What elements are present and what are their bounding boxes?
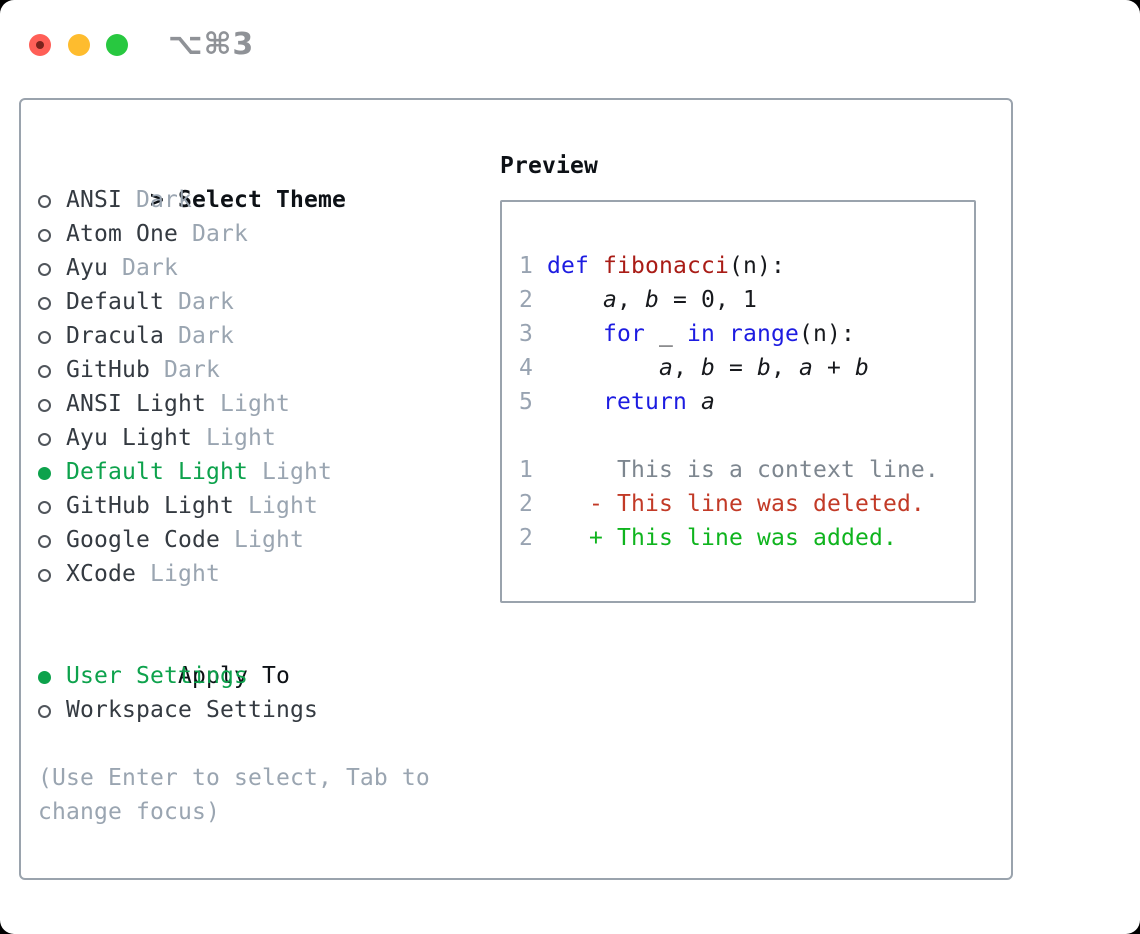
diff-line-deleted: 2 - This line was deleted. xyxy=(519,487,974,521)
radio-icon xyxy=(38,705,51,718)
option-label: Ayu xyxy=(66,255,108,281)
theme-option-ansi-light[interactable]: ANSI Light Light xyxy=(38,387,483,421)
line-number: 5 xyxy=(519,389,547,415)
option-label: Atom One xyxy=(66,221,178,247)
apply-option-user-settings[interactable]: User Settings xyxy=(38,659,483,693)
line-number: 3 xyxy=(519,321,547,347)
option-label: User Settings xyxy=(66,663,248,689)
option-label: ANSI xyxy=(66,187,122,213)
line-number: 4 xyxy=(519,355,547,381)
apply-option-workspace-settings[interactable]: Workspace Settings xyxy=(38,693,483,727)
radio-selected-icon xyxy=(38,671,51,684)
theme-option-google-code[interactable]: Google Code Light xyxy=(38,523,483,557)
line-number: 1 xyxy=(519,457,589,483)
radio-icon xyxy=(38,433,51,446)
theme-option-ayu[interactable]: Ayu Dark xyxy=(38,251,483,285)
radio-icon xyxy=(38,195,51,208)
window-title-shortcut: ⌥⌘3 xyxy=(168,27,255,62)
theme-option-default[interactable]: Default Dark xyxy=(38,285,483,319)
radio-icon xyxy=(38,501,51,514)
diff-text: + This line was added. xyxy=(589,525,897,551)
minimize-button[interactable] xyxy=(68,33,90,56)
variant-label: Dark xyxy=(163,289,234,315)
variant-label: Dark xyxy=(108,255,178,281)
cursor-arrow-icon: > xyxy=(149,187,164,213)
option-label: Default xyxy=(66,289,164,315)
spacer xyxy=(38,591,483,625)
radio-icon xyxy=(38,365,51,378)
diff-block: 1 This is a context line.2 - This line w… xyxy=(519,453,974,555)
zoom-button[interactable] xyxy=(106,33,128,56)
diff-text: This is a context line. xyxy=(589,457,939,483)
variant-label: Dark xyxy=(149,357,220,383)
line-number: 2 xyxy=(519,491,589,517)
radio-icon xyxy=(38,229,51,242)
radio-icon xyxy=(38,535,51,548)
variant-label: Light xyxy=(219,527,304,553)
preview-label: Preview xyxy=(500,153,598,179)
option-label: GitHub xyxy=(66,357,150,383)
theme-option-github-light[interactable]: GitHub Light Light xyxy=(38,489,483,523)
radio-icon xyxy=(38,297,51,310)
variant-label: Light xyxy=(247,459,332,485)
apply-to-label: Apply To xyxy=(177,663,290,689)
option-label: XCode xyxy=(66,561,136,587)
diff-line-context: 1 This is a context line. xyxy=(519,453,974,487)
line-number: 1 xyxy=(519,253,547,279)
line-number: 2 xyxy=(519,525,589,551)
option-label: GitHub Light xyxy=(66,493,234,519)
apply-to-header: Apply To xyxy=(38,625,483,689)
select-theme-label: Select Theme xyxy=(177,187,346,213)
option-label: Default Light xyxy=(66,459,248,485)
theme-option-github[interactable]: GitHub Dark xyxy=(38,353,483,387)
option-label: ANSI Light xyxy=(66,391,206,417)
line-number: 2 xyxy=(519,287,547,313)
code-line: 1 def fibonacci(n): xyxy=(519,253,785,279)
radio-icon xyxy=(38,569,51,582)
code-line: 3 for _ in range(n): xyxy=(519,321,855,347)
variant-label: Light xyxy=(233,493,318,519)
variant-label: Light xyxy=(136,561,220,587)
diff-text: - This line was deleted. xyxy=(589,491,925,517)
theme-option-xcode[interactable]: XCode Light xyxy=(38,557,483,591)
variant-label: Dark xyxy=(177,221,248,247)
variant-label: Dark xyxy=(163,323,234,349)
theme-option-dracula[interactable]: Dracula Dark xyxy=(38,319,483,353)
close-button[interactable] xyxy=(29,33,51,56)
variant-label: Light xyxy=(191,425,276,451)
option-label: Workspace Settings xyxy=(66,697,318,723)
variant-label: Dark xyxy=(122,187,192,213)
radio-icon xyxy=(38,263,51,276)
option-label: Ayu Light xyxy=(66,425,192,451)
radio-icon xyxy=(38,399,51,412)
theme-option-ansi[interactable]: ANSI Dark xyxy=(38,183,483,217)
code-line: 2 a, b = 0, 1 xyxy=(519,287,757,313)
radio-icon xyxy=(38,331,51,344)
variant-label: Light xyxy=(205,391,290,417)
code-line: 4 a, b = b, a + b xyxy=(519,355,869,381)
radio-selected-icon xyxy=(38,467,51,480)
diff-line-added: 2 + This line was added. xyxy=(519,521,974,555)
theme-option-ayu-light[interactable]: Ayu Light Light xyxy=(38,421,483,455)
preview-column: Preview 1 def fibonacci(n): 2 a, b = 0, 1… xyxy=(500,149,978,603)
title-bar: ⌥⌘3 xyxy=(29,27,254,62)
theme-option-atom-one[interactable]: Atom One Dark xyxy=(38,217,483,251)
code-block: 1 def fibonacci(n): 2 a, b = 0, 1 3 for _ … xyxy=(519,249,974,419)
code-line: 5 return a xyxy=(519,389,715,415)
keyboard-hint: (Use Enter to select, Tab to change focu… xyxy=(38,765,430,825)
option-label: Dracula xyxy=(66,323,164,349)
select-theme-header: > Select Theme xyxy=(38,149,483,213)
theme-option-default-light[interactable]: Default Light Light xyxy=(38,455,483,489)
option-label: Google Code xyxy=(66,527,220,553)
preview-box: 1 def fibonacci(n): 2 a, b = 0, 1 3 for _ … xyxy=(500,200,976,603)
